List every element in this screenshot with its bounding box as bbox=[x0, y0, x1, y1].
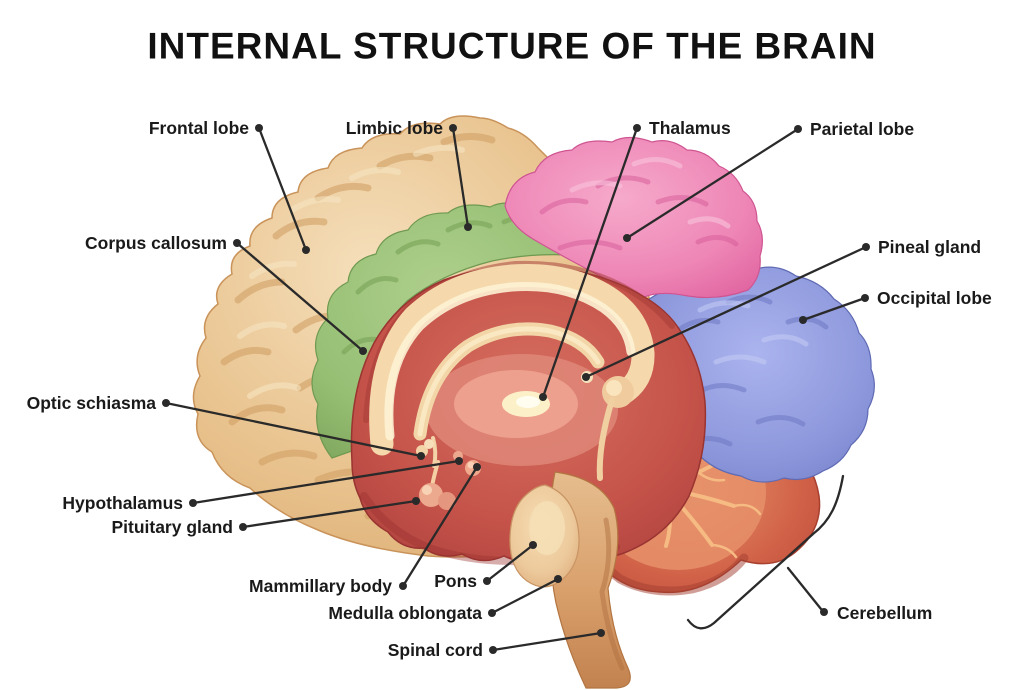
leader-corpus-callosum bbox=[233, 239, 367, 355]
label-pineal-gland: Pineal gland bbox=[878, 237, 981, 257]
parietal-fold-lines bbox=[539, 175, 739, 251]
cerebellum-bracket bbox=[686, 474, 845, 630]
interthalamic-highlight bbox=[516, 396, 540, 408]
label-parietal-lobe: Parietal lobe bbox=[810, 119, 914, 139]
leader-pons bbox=[483, 541, 537, 585]
label-mammillary-body: Mammillary body bbox=[249, 576, 392, 596]
gyri-highlight-lines bbox=[237, 144, 465, 399]
label-occipital-lobe: Occipital lobe bbox=[877, 288, 992, 308]
pituitary-highlight bbox=[422, 485, 432, 495]
mammillary-highlight bbox=[467, 461, 475, 469]
callout-lines bbox=[162, 124, 870, 654]
leader-optic-schiasma bbox=[162, 399, 425, 460]
leader-medulla-oblongata bbox=[488, 575, 562, 617]
label-optic-schiasma: Optic schiasma bbox=[27, 393, 157, 413]
label-spinal-cord: Spinal cord bbox=[388, 640, 483, 660]
corpus-callosum-region bbox=[369, 264, 655, 481]
corpus-callosum-highlight bbox=[384, 281, 636, 441]
leader-parietal-lobe bbox=[623, 125, 802, 242]
small-structures bbox=[416, 371, 593, 510]
label-thalamus: Thalamus bbox=[649, 118, 731, 138]
leader-pituitary-gland bbox=[239, 497, 420, 531]
leader-pineal-gland bbox=[582, 243, 870, 381]
optic-chiasma-highlight bbox=[424, 439, 434, 449]
label-cerebellum: Cerebellum bbox=[837, 603, 932, 623]
label-corpus-callosum: Corpus callosum bbox=[85, 233, 227, 253]
leader-occipital-lobe bbox=[799, 294, 869, 324]
leader-frontal-lobe bbox=[255, 124, 310, 254]
leader-cerebellum bbox=[686, 474, 845, 630]
optic-tract-stalk bbox=[431, 436, 438, 468]
leader-mammillary-body bbox=[399, 463, 481, 590]
parietal-lobe-region bbox=[504, 136, 763, 299]
pituitary-lobe-2 bbox=[438, 492, 456, 510]
label-pituitary-gland: Pituitary gland bbox=[111, 517, 233, 537]
pons-highlight bbox=[529, 501, 565, 555]
label-pons: Pons bbox=[434, 571, 477, 591]
label-hypothalamus: Hypothalamus bbox=[62, 493, 183, 513]
brain-illustration bbox=[192, 115, 875, 689]
fornix-arc-highlight bbox=[417, 326, 601, 437]
leader-thalamus bbox=[539, 124, 641, 401]
figure-title: INTERNAL STRUCTURE OF THE BRAIN bbox=[147, 26, 876, 67]
label-medulla-oblongata: Medulla oblongata bbox=[328, 603, 482, 623]
splenium-highlight bbox=[606, 380, 622, 396]
label-frontal-lobe: Frontal lobe bbox=[149, 118, 249, 138]
leader-spinal-cord bbox=[489, 629, 605, 654]
callout-labels: Frontal lobe Limbic lobe Thalamus Pariet… bbox=[27, 118, 992, 660]
leader-limbic-lobe bbox=[449, 124, 472, 231]
brainstem-region bbox=[509, 471, 631, 689]
leader-hypothalamus bbox=[189, 457, 463, 507]
label-limbic-lobe: Limbic lobe bbox=[346, 118, 444, 138]
occipital-fold-lines bbox=[673, 294, 829, 447]
fornix-column bbox=[596, 397, 615, 481]
stem-shading bbox=[599, 517, 625, 671]
